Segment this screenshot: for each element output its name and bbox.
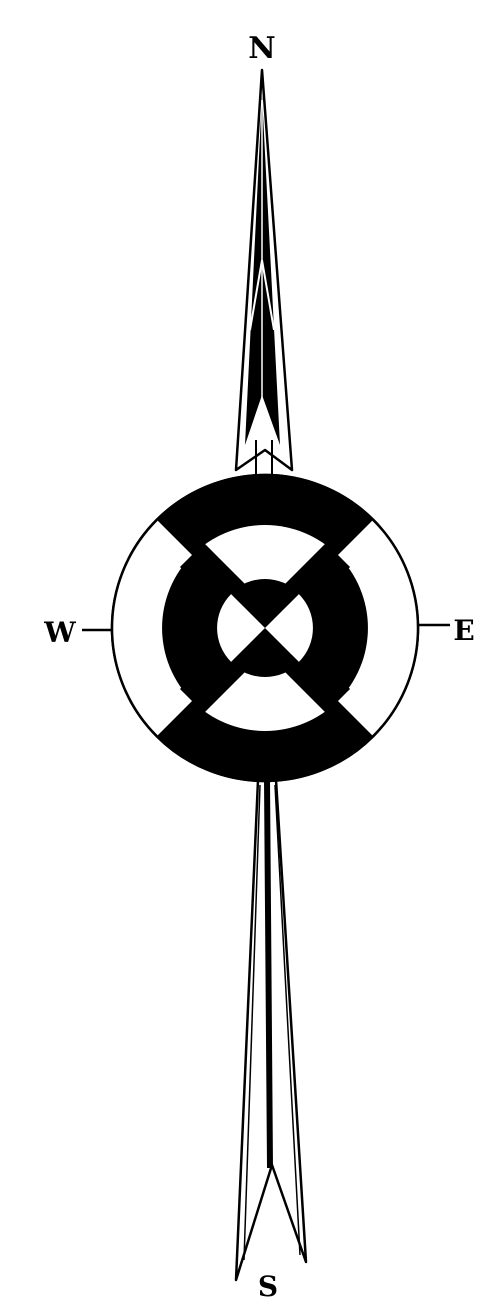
south-arrow-shaft	[267, 780, 270, 1168]
label-east: E	[453, 614, 474, 647]
compass-disc	[112, 475, 418, 781]
north-arrow	[236, 70, 292, 478]
label-north: N	[248, 31, 275, 66]
label-south: S	[258, 1270, 278, 1301]
south-arrow	[236, 780, 306, 1280]
label-west: W	[43, 616, 76, 649]
